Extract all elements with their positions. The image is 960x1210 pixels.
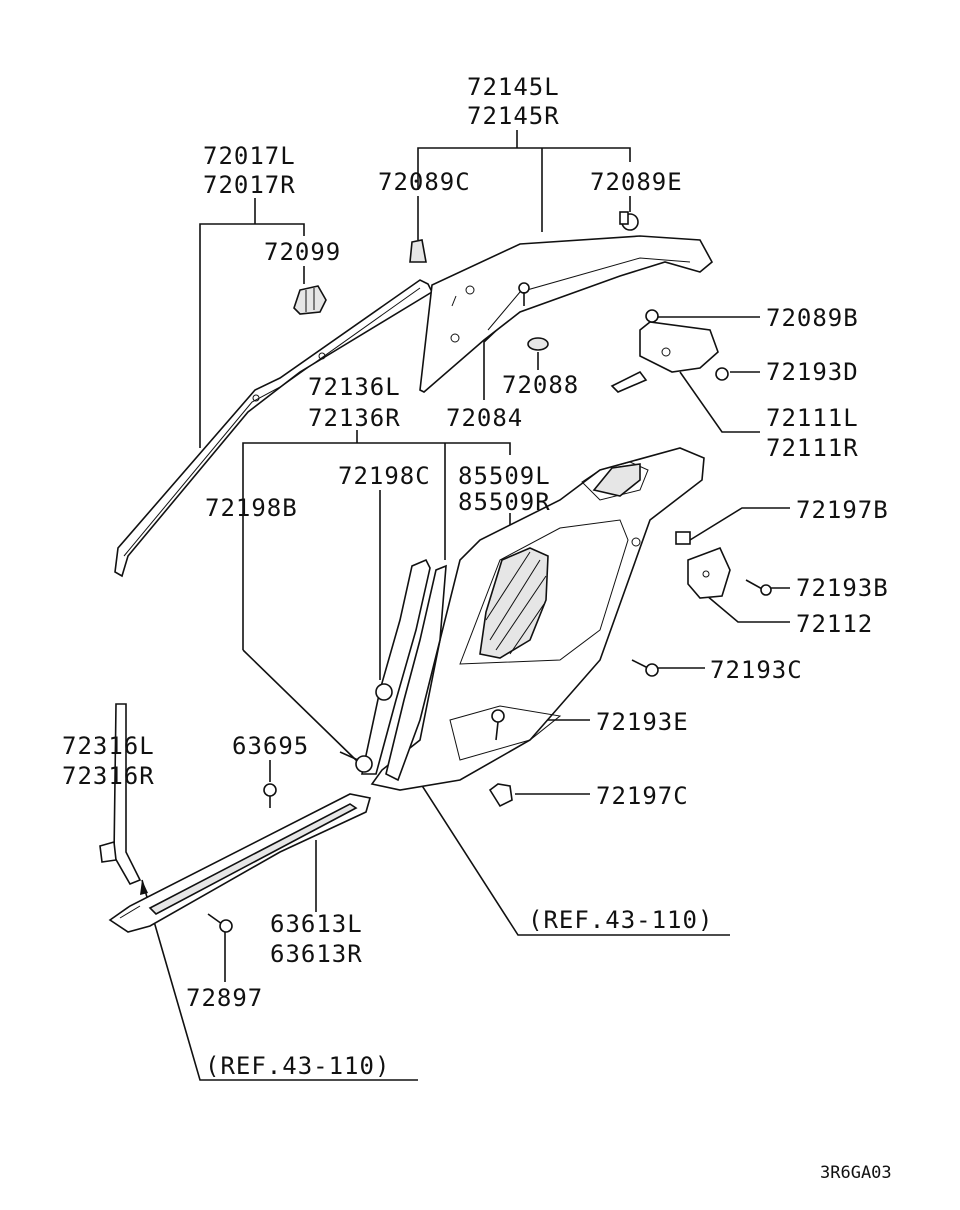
label-72316l: 72316L xyxy=(62,732,155,760)
part-clip-72089c xyxy=(409,239,427,263)
label-72198b: 72198B xyxy=(205,494,298,522)
part-speaker-grille xyxy=(479,547,549,659)
part-clip-72198c xyxy=(375,683,393,701)
part-clip-72197c xyxy=(488,783,513,808)
label-72897: 72897 xyxy=(186,984,263,1012)
label-63613l: 63613L xyxy=(270,910,363,938)
diagram-code: 3R6GA03 xyxy=(820,1163,892,1183)
label-ref-center: (REF.43-110) xyxy=(528,906,713,934)
part-screw-72084 xyxy=(518,282,530,306)
part-clip-72099 xyxy=(293,285,327,315)
part-screw-72897 xyxy=(207,913,233,933)
part-clip-72089e xyxy=(619,211,639,231)
label-ref-bottom: (REF.43-110) xyxy=(205,1052,390,1080)
part-clip-72197b xyxy=(675,531,691,545)
part-screw-63695 xyxy=(263,783,277,808)
label-72145r: 72145R xyxy=(467,102,560,130)
part-screw-72193b xyxy=(745,579,772,596)
label-85509r: 85509R xyxy=(458,488,551,516)
label-72017l: 72017L xyxy=(203,142,296,170)
part-screw-72193e xyxy=(491,709,505,741)
label-72111l: 72111L xyxy=(766,404,859,432)
part-roof-side-rail-trim xyxy=(114,279,434,578)
label-72089b: 72089B xyxy=(766,304,859,332)
label-72136l: 72136L xyxy=(308,373,401,401)
label-85509l: 85509L xyxy=(458,462,551,490)
part-bracket-72111 xyxy=(610,309,729,393)
label-63613r: 63613R xyxy=(270,940,363,968)
label-72084: 72084 xyxy=(446,404,523,432)
label-72112: 72112 xyxy=(796,610,873,638)
part-grommet-72088 xyxy=(527,337,549,351)
label-72193e: 72193E xyxy=(596,708,689,736)
label-63695: 63695 xyxy=(232,732,309,760)
part-screw-72193c xyxy=(631,659,659,677)
part-scuff-plate xyxy=(108,793,372,933)
part-plate-72112 xyxy=(687,546,731,599)
label-72316r: 72316R xyxy=(62,762,155,790)
label-72088: 72088 xyxy=(502,371,579,399)
label-72089c: 72089C xyxy=(378,168,471,196)
part-weatherstrip-72316 xyxy=(99,703,142,886)
label-72145l: 72145L xyxy=(467,73,560,101)
label-72111r: 72111R xyxy=(766,434,859,462)
part-rear-pillar-trim-upper xyxy=(419,235,714,393)
part-labels: 72145L 72145R 72017L 72017R 72089C 72089… xyxy=(62,73,892,1183)
label-72099: 72099 xyxy=(264,238,341,266)
label-72089e: 72089E xyxy=(590,168,683,196)
label-72193d: 72193D xyxy=(766,358,859,386)
label-72193b: 72193B xyxy=(796,574,889,602)
label-72198c: 72198C xyxy=(338,462,431,490)
label-72193c: 72193C xyxy=(710,656,803,684)
label-72136r: 72136R xyxy=(308,404,401,432)
part-clip-72198b xyxy=(339,751,373,773)
leader-lines xyxy=(140,130,790,1081)
part-center-pillar-trim xyxy=(361,558,447,782)
label-72017r: 72017R xyxy=(203,171,296,199)
label-72197b: 72197B xyxy=(796,496,889,524)
label-72197c: 72197C xyxy=(596,782,689,810)
